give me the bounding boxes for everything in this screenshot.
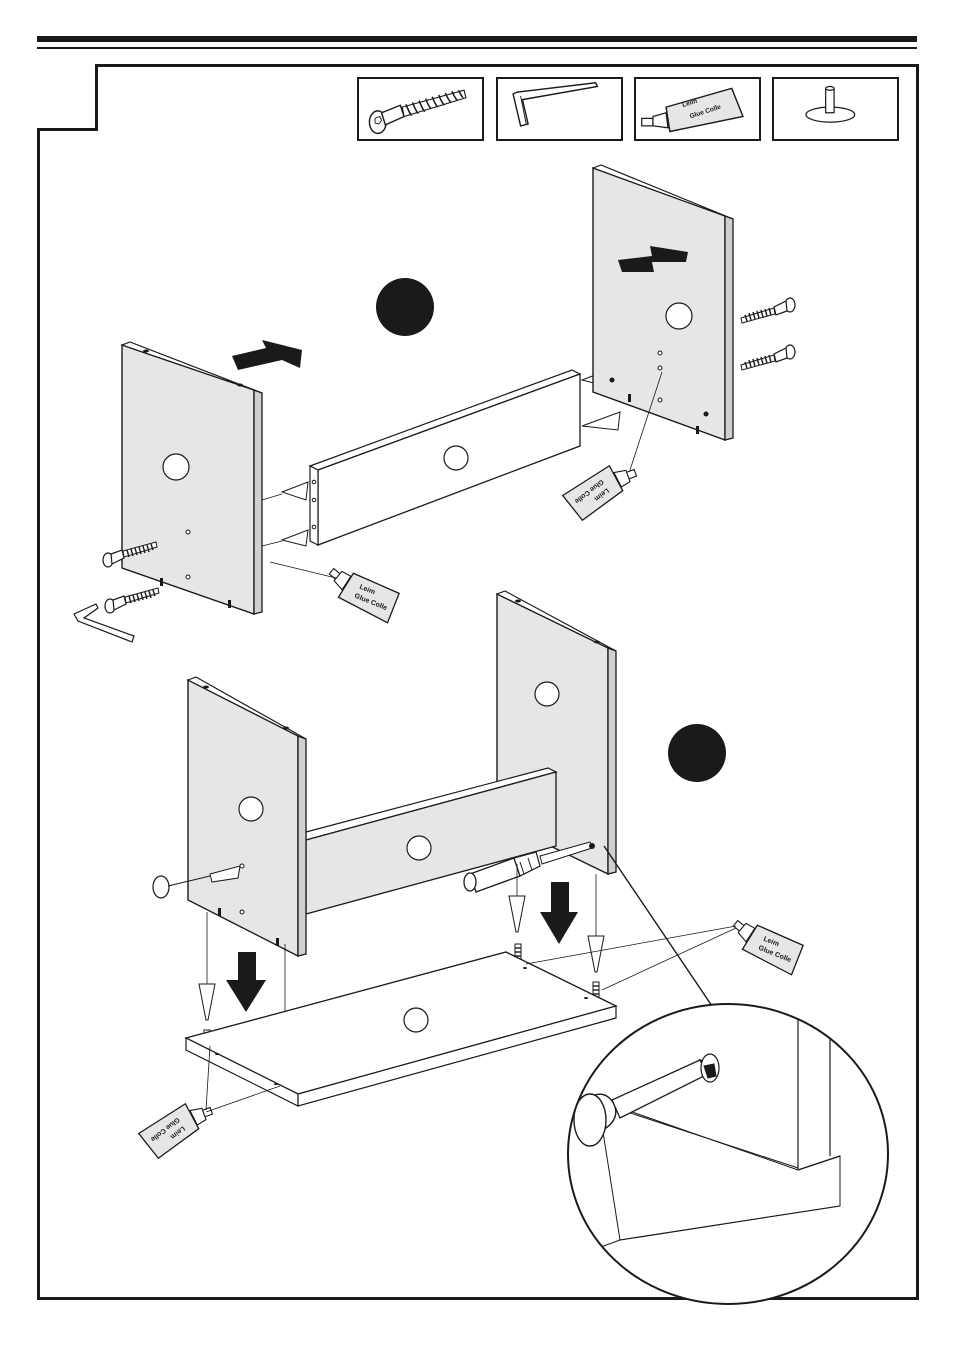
glue-label-line1: Leim bbox=[681, 98, 698, 109]
detail-zoom-callout bbox=[567, 1003, 889, 1305]
instruction-frame bbox=[37, 64, 919, 1300]
hardware-allen-key bbox=[496, 77, 623, 141]
hardware-confirmat-screw bbox=[357, 77, 484, 141]
right-side-panel bbox=[591, 164, 734, 441]
screw-icon bbox=[368, 89, 467, 135]
back-rail bbox=[305, 767, 558, 915]
arrow-right-icon bbox=[232, 340, 302, 370]
screw-icon bbox=[104, 587, 160, 614]
hardware-dowel-cap bbox=[772, 77, 899, 141]
dowel-cap-icon bbox=[152, 875, 170, 899]
arrow-down-icon bbox=[226, 952, 266, 1012]
screwdriver-icon bbox=[463, 841, 595, 893]
bottom-board bbox=[184, 951, 618, 1107]
step-number-box bbox=[37, 64, 98, 131]
header-rule-thick bbox=[37, 36, 917, 42]
middle-rail bbox=[308, 369, 582, 546]
screw-icon bbox=[740, 344, 796, 371]
header-rule-thin bbox=[37, 47, 917, 49]
left-side-panel bbox=[120, 341, 263, 615]
glue-tube-icon: Leim Glue Colle bbox=[641, 87, 744, 133]
screw-icon bbox=[740, 297, 796, 324]
allen-key-icon bbox=[512, 81, 599, 127]
dowel-cap-icon bbox=[805, 85, 856, 123]
front-left-panel bbox=[186, 676, 307, 958]
arrow-left-icon bbox=[618, 246, 688, 272]
hardware-glue: Leim Glue Colle bbox=[634, 77, 761, 141]
substep-marker-b bbox=[668, 724, 726, 782]
substep-marker-a bbox=[376, 278, 434, 336]
allen-key-icon bbox=[73, 603, 135, 643]
arrow-down-icon bbox=[540, 882, 578, 944]
